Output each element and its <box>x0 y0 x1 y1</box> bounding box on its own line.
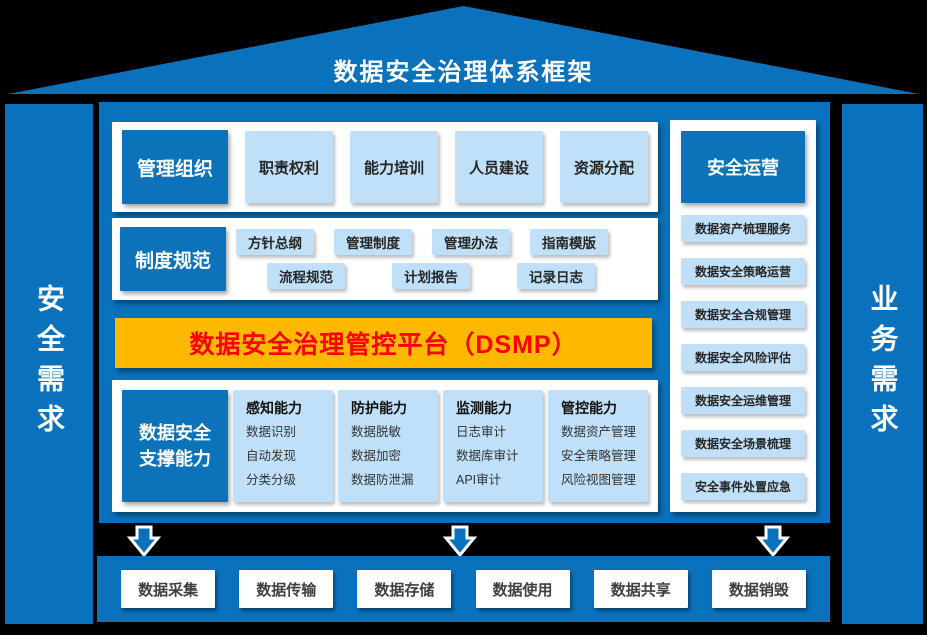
management-item-personnel: 人员建设 <box>455 131 543 203</box>
capability-item: 数据库审计 <box>456 448 519 463</box>
management-item-training: 能力培训 <box>350 131 438 203</box>
capability-item: 风险视图管理 <box>561 472 637 487</box>
main-frame: 管理组织 职责权利 能力培训 人员建设 资源分配 制度规范 方针总纲 管理制度 … <box>99 102 830 523</box>
management-item-duties: 职责权利 <box>245 131 333 203</box>
operation-item-asset-sorting: 数据资产梳理服务 <box>681 215 805 242</box>
regulation-items: 方针总纲 管理制度 管理办法 指南模版 流程规范 计划报告 记录日志 <box>226 229 650 289</box>
capability-header: 数据安全 支撑能力 <box>122 390 228 502</box>
capability-column-protection: 防护能力 数据脱敏 数据加密 数据防泄漏 <box>338 390 438 502</box>
regulation-item-process: 流程规范 <box>267 263 345 289</box>
lifecycle-usage: 数据使用 <box>475 570 570 608</box>
pillar-security-requirements: 安全需求 <box>5 104 93 624</box>
management-organization-header: 管理组织 <box>122 130 228 204</box>
capability-item: 自动发现 <box>246 448 297 463</box>
capability-item: 数据识别 <box>246 425 297 439</box>
capability-item: 分类分级 <box>246 472 297 487</box>
down-arrow-icon <box>756 525 790 558</box>
regulation-item-log: 记录日志 <box>517 263 595 289</box>
lifecycle-collection: 数据采集 <box>121 570 216 608</box>
capability-item: 安全策略管理 <box>561 448 637 463</box>
security-operation-items: 数据资产梳理服务 数据安全策略运营 数据安全合规管理 数据安全风险评估 数据安全… <box>681 215 805 500</box>
operation-item-risk-assessment: 数据安全风险评估 <box>681 344 805 371</box>
regulation-row: 制度规范 方针总纲 管理制度 管理办法 指南模版 流程规范 计划报告 记录日志 <box>112 218 658 300</box>
pillar-business-label: 业务需求 <box>867 284 899 444</box>
diagram-title: 数据安全治理体系框架 <box>333 59 594 86</box>
regulation-items-bottom: 流程规范 计划报告 记录日志 <box>267 263 650 289</box>
capability-row: 数据安全 支撑能力 感知能力 数据识别 自动发现 分类分级 防护能力 数据脱敏 … <box>112 380 658 512</box>
management-organization-row: 管理组织 职责权利 能力培训 人员建设 资源分配 <box>112 122 658 212</box>
data-lifecycle-bar: 数据采集 数据传输 数据存储 数据使用 数据共享 数据销毁 <box>97 556 830 622</box>
dsmp-platform-bar: 数据安全治理管控平台（DSMP） <box>115 318 652 368</box>
operation-item-policy-operation: 数据安全策略运营 <box>681 258 805 285</box>
down-arrow-icon <box>443 525 477 558</box>
capability-column-control: 管控能力 数据资产管理 安全策略管理 风险视图管理 <box>548 390 648 502</box>
capability-item: 日志审计 <box>456 425 507 439</box>
capability-item: 数据防泄漏 <box>351 472 414 487</box>
lifecycle-sharing: 数据共享 <box>593 570 688 608</box>
security-operation-header: 安全运营 <box>681 131 805 203</box>
operation-item-compliance: 数据安全合规管理 <box>681 301 805 328</box>
capability-item: 数据资产管理 <box>561 425 637 439</box>
pillar-business-requirements: 业务需求 <box>842 104 923 624</box>
pillar-security-label: 安全需求 <box>34 284 65 444</box>
capability-item: 数据加密 <box>351 448 402 463</box>
regulation-items-top: 方针总纲 管理制度 管理办法 指南模版 <box>236 229 650 255</box>
capability-item: API审计 <box>456 472 502 487</box>
lifecycle-destruction: 数据销毁 <box>711 570 806 608</box>
regulation-item-system: 管理制度 <box>334 229 412 255</box>
down-arrow-icon <box>127 525 161 558</box>
lifecycle-transmission: 数据传输 <box>239 570 334 608</box>
operation-item-ops-management: 数据安全运维管理 <box>681 387 805 414</box>
capability-item: 数据脱敏 <box>351 425 402 439</box>
operation-item-scenario-sorting: 数据安全场景梳理 <box>681 430 805 457</box>
regulation-header: 制度规范 <box>120 227 226 291</box>
regulation-item-measures: 管理办法 <box>432 229 510 255</box>
management-item-resources: 资源分配 <box>560 131 648 203</box>
security-operation-panel: 安全运营 数据资产梳理服务 数据安全策略运营 数据安全合规管理 数据安全风险评估… <box>670 120 816 512</box>
capability-header-line2: 支撑能力 <box>139 449 211 469</box>
capability-column-monitoring: 监测能力 日志审计 数据库审计 API审计 <box>443 390 543 502</box>
roof-triangle: 数据安全治理体系框架 <box>8 6 919 94</box>
regulation-item-template: 指南模版 <box>530 229 608 255</box>
regulation-item-report: 计划报告 <box>392 263 470 289</box>
capability-header-line1: 数据安全 <box>139 422 211 443</box>
regulation-item-policy: 方针总纲 <box>236 229 314 255</box>
operation-item-incident-response: 安全事件处置应急 <box>681 473 805 500</box>
capability-column-perception: 感知能力 数据识别 自动发现 分类分级 <box>233 390 333 502</box>
lifecycle-storage: 数据存储 <box>357 570 452 608</box>
